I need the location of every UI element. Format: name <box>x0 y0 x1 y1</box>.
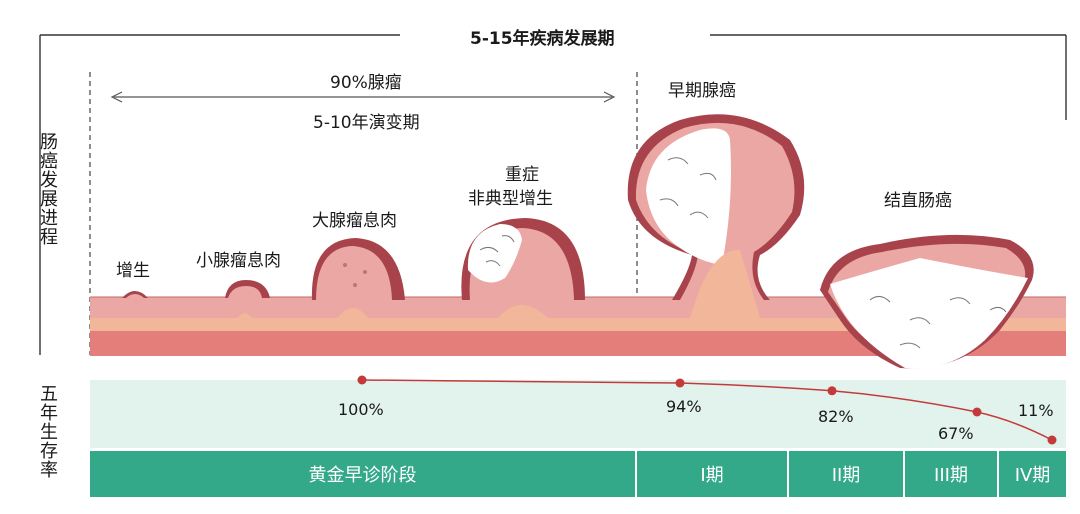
early-adenocarcinoma <box>627 114 805 318</box>
stage-bar-stage-3: III期 <box>905 451 999 497</box>
survival-point-100 <box>357 375 367 385</box>
survival-label-11: 11% <box>1018 401 1054 420</box>
stage-early-cancer-label: 早期腺癌 <box>668 81 736 101</box>
stage-severe-label-line2: 非典型增生 <box>468 189 553 209</box>
survival-label-94: 94% <box>666 397 702 416</box>
adenoma-period-label: 5-10年演变期 <box>313 113 420 133</box>
survival-point-94 <box>675 378 685 388</box>
mucosa-layer <box>90 297 1066 318</box>
stage-bar-stage-1: I期 <box>637 451 789 497</box>
colorectal-cancer-tumor <box>820 234 1034 369</box>
stage-hyperplasia-label: 增生 <box>116 261 150 281</box>
survival-band <box>90 380 1066 448</box>
survival-point-82 <box>827 386 837 396</box>
diagram-title: 5-15年疾病发展期 <box>470 29 615 49</box>
stage-colorectal-cancer-label: 结直肠癌 <box>884 191 952 211</box>
submucosa-layer <box>90 317 1066 331</box>
small-polyp <box>225 280 270 318</box>
survival-point-67 <box>972 407 982 417</box>
survival-label-67: 67% <box>938 424 974 443</box>
stage-large-polyp-label: 大腺瘤息肉 <box>312 211 397 231</box>
severe-dysplasia-polyp <box>461 218 585 318</box>
adenoma-percent-label: 90%腺瘤 <box>330 73 402 93</box>
survival-label-82: 82% <box>818 407 854 426</box>
hyperplasia-bump <box>122 291 148 298</box>
progress-axis-label: 肠癌发展进程 <box>37 132 58 246</box>
stage-bar-stage-2: II期 <box>789 451 905 497</box>
stage-bar: 黄金早诊阶段 I期 II期 III期 IV期 <box>90 451 1066 497</box>
stage-bar-stage-4: IV期 <box>999 451 1066 497</box>
stage-severe-label-line1: 重症 <box>505 165 539 185</box>
survival-point-11 <box>1047 435 1057 445</box>
stage-small-polyp-label: 小腺瘤息肉 <box>196 251 281 271</box>
survival-axis-label: 五年生存率 <box>37 384 58 479</box>
survival-label-100: 100% <box>338 400 384 419</box>
stage-bar-golden-period: 黄金早诊阶段 <box>90 451 637 497</box>
large-polyp <box>311 238 405 318</box>
